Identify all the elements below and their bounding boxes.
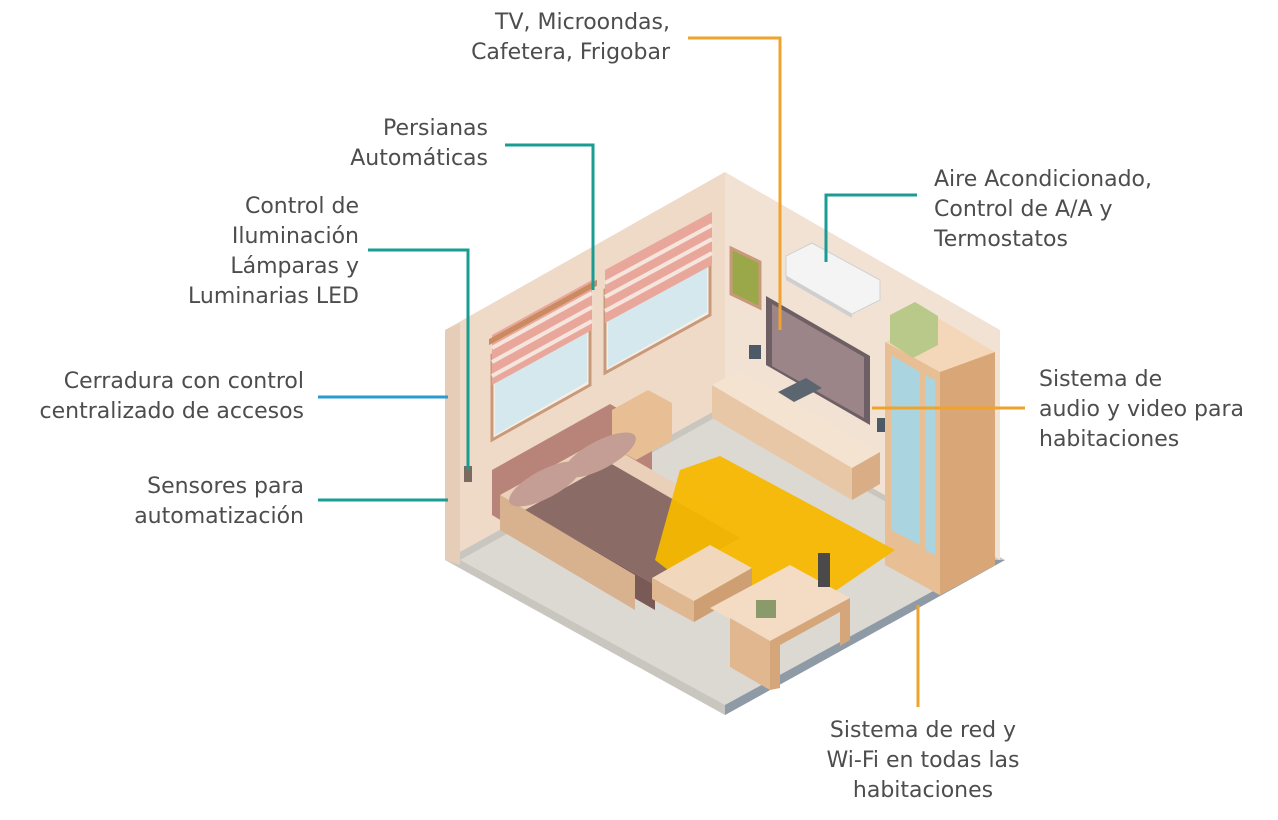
callout-label-sensors: Sensores para automatización (134, 474, 304, 529)
ac-unit (785, 242, 881, 318)
wall-picture (729, 245, 762, 311)
wall-switch (464, 466, 472, 482)
speaker-right (877, 418, 887, 432)
window-left (489, 279, 597, 443)
callout-label-tv: TV, Microondas, Cafetera, Frigobar (471, 10, 670, 65)
callout-label-blinds: Persianas Automáticas (350, 116, 488, 171)
bench (652, 545, 752, 622)
room-floor-edge (725, 560, 1005, 715)
callout-label-audio: Sistema de audio y video para habitacion… (1039, 367, 1245, 452)
callout-line-blinds (505, 143, 595, 290)
callout-label-lighting: Control de Iluminación Lámparas y Lumina… (188, 194, 359, 309)
callout-label-network: Sistema de red y Wi-Fi en todas las habi… (826, 718, 1020, 803)
window-right (603, 212, 713, 376)
callout-label-lock: Cerradura con control centralizado de ac… (39, 369, 304, 424)
tv-cabinet (712, 370, 880, 500)
room-left-wall-edge (445, 323, 460, 565)
callout-line-lighting (368, 248, 470, 470)
tv-screen (766, 296, 870, 425)
speaker-left (749, 345, 761, 359)
callout-label-ac: Aire Acondicionado, Control de A/A y Ter… (934, 167, 1153, 252)
callout-line-ac (824, 193, 917, 262)
callout-line-tv (688, 36, 782, 330)
desk (710, 553, 850, 690)
wardrobe (885, 302, 995, 595)
